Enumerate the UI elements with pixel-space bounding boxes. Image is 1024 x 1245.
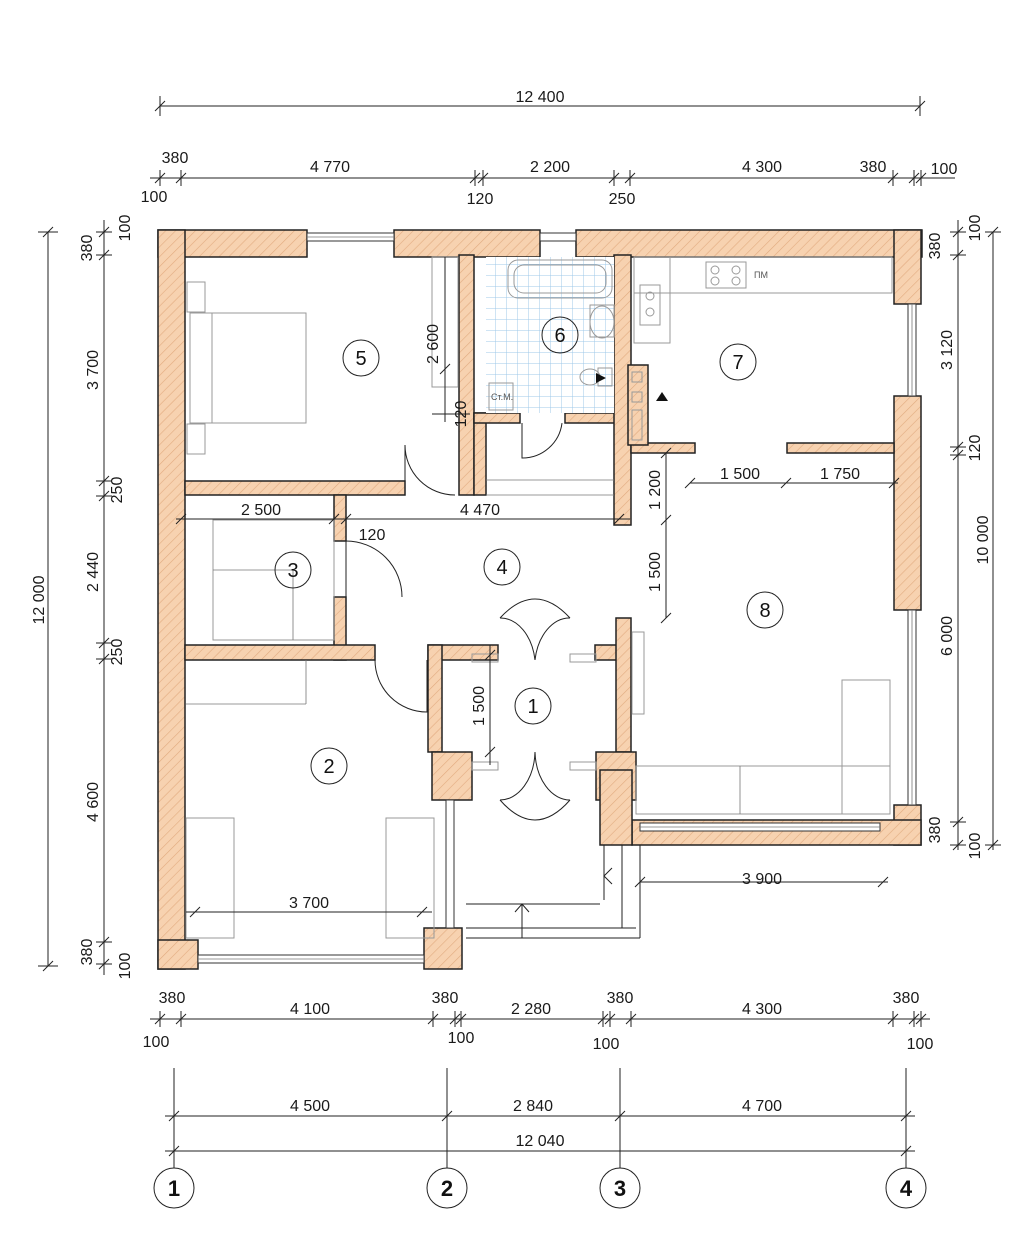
dim-top-2200: 2 200 — [530, 159, 570, 176]
dim-left-380a: 380 — [79, 235, 96, 262]
dim-1750: 1 750 — [820, 466, 860, 483]
dim-2600: 2 600 — [425, 324, 442, 364]
axis-marker-4: 4 — [900, 1176, 913, 1201]
dim-120a: 120 — [453, 401, 470, 428]
dim-bot-100c: 100 — [593, 1036, 620, 1053]
bedroom-5-furniture — [186, 256, 459, 455]
axis-marker-1: 1 — [168, 1176, 180, 1201]
room-7-number: 7 — [732, 352, 743, 374]
dim-top-overall: 12 400 — [516, 89, 565, 106]
dim-3700: 3 700 — [289, 895, 329, 912]
dim-axis-2840: 2 840 — [513, 1098, 553, 1115]
dim-right-6000: 6 000 — [939, 616, 956, 656]
walls — [157, 229, 923, 970]
washer-label: Ст.М. — [491, 392, 513, 402]
dim-bot-2280: 2 280 — [511, 1001, 551, 1018]
dim-top-250: 250 — [609, 191, 636, 208]
dim-bot-100a: 100 — [143, 1034, 170, 1051]
room-2-number: 2 — [323, 756, 334, 778]
dim-top-4300: 4 300 — [742, 159, 782, 176]
bottom-dimensions: 380 4 100 380 2 280 380 4 300 380 100 10… — [143, 990, 934, 1053]
dim-left-3700: 3 700 — [85, 350, 102, 390]
living-room-furniture — [631, 631, 891, 815]
dim-1500-kitchen: 1 500 — [720, 466, 760, 483]
dim-bot-4100: 4 100 — [290, 1001, 330, 1018]
axis-dimensions: 4 500 2 840 4 700 12 040 1 2 3 4 — [153, 1068, 927, 1209]
dim-axis-overall: 12 040 — [516, 1133, 565, 1150]
dim-left-2440: 2 440 — [85, 552, 102, 592]
dim-right-380b: 380 — [927, 817, 944, 844]
dim-bot-100d: 100 — [907, 1036, 934, 1053]
dim-left-100b: 100 — [117, 953, 134, 980]
dim-bot-380d: 380 — [893, 990, 920, 1007]
dim-bot-100b: 100 — [448, 1030, 475, 1047]
dim-right-120: 120 — [967, 435, 984, 462]
room-1-number: 1 — [527, 696, 538, 718]
dim-1200: 1 200 — [647, 470, 664, 510]
dim-120b: 120 — [359, 527, 386, 544]
doors — [345, 422, 614, 821]
dishwasher-label: ПМ — [754, 270, 768, 280]
dim-top-100b: 100 — [931, 161, 958, 178]
dim-axis-4700: 4 700 — [742, 1098, 782, 1115]
dim-axis-4500: 4 500 — [290, 1098, 330, 1115]
bathroom-tile-floor — [486, 257, 614, 413]
dim-top-380b: 380 — [860, 159, 887, 176]
dim-top-4770: 4 770 — [310, 159, 350, 176]
dim-3900: 3 900 — [742, 871, 782, 888]
room-5-number: 5 — [355, 348, 366, 370]
dim-2500: 2 500 — [241, 502, 281, 519]
axis-marker-3: 3 — [614, 1176, 626, 1201]
dim-right-100a: 100 — [967, 215, 984, 242]
top-dimensions: 12 400 380 4 770 2 200 4 300 380 100 120… — [141, 89, 958, 208]
kitchen-fixtures: ПМ — [631, 256, 893, 441]
right-dimensions: 380 3 120 120 6 000 380 10 000 100 100 — [927, 215, 1001, 860]
dim-left-100a: 100 — [117, 215, 134, 242]
dim-right-overall: 10 000 — [975, 515, 992, 564]
dim-left-4600: 4 600 — [85, 782, 102, 822]
room-4-number: 4 — [496, 557, 507, 579]
dim-right-100b: 100 — [967, 833, 984, 860]
dim-left-250a: 250 — [109, 477, 126, 504]
dim-right-3120: 3 120 — [939, 330, 956, 370]
dim-left-380b: 380 — [79, 939, 96, 966]
bedroom-2-furniture — [185, 660, 435, 939]
windows — [197, 232, 917, 964]
dim-left-overall: 12 000 — [31, 575, 48, 624]
dim-bot-380a: 380 — [159, 990, 186, 1007]
inner-dimensions: 2 600 120 2 500 4 470 120 1 200 1 500 1 … — [175, 257, 900, 918]
dim-left-250b: 250 — [109, 639, 126, 666]
dim-4470: 4 470 — [460, 502, 500, 519]
dim-top-380a: 380 — [162, 150, 189, 167]
dim-bot-4300: 4 300 — [742, 1001, 782, 1018]
dim-bot-380b: 380 — [432, 990, 459, 1007]
dim-1500a: 1 500 — [647, 552, 664, 592]
room-8-number: 8 — [759, 600, 770, 622]
bathroom-fixtures: Ст.М. — [488, 259, 615, 411]
room-3-furniture — [212, 519, 335, 641]
left-dimensions: 12 000 380 3 700 250 2 440 250 4 600 380… — [31, 215, 134, 980]
dim-top-100a: 100 — [141, 189, 168, 206]
dim-bot-380c: 380 — [607, 990, 634, 1007]
porch — [466, 845, 641, 939]
dim-top-120: 120 — [467, 191, 494, 208]
room-markers: 1 2 3 4 5 6 7 8 — [274, 316, 784, 785]
room-3-number: 3 — [287, 560, 298, 582]
dim-1500-hall: 1 500 — [471, 686, 488, 726]
dim-right-380a: 380 — [927, 233, 944, 260]
room-6-number: 6 — [554, 325, 565, 347]
axis-marker-2: 2 — [441, 1176, 453, 1201]
